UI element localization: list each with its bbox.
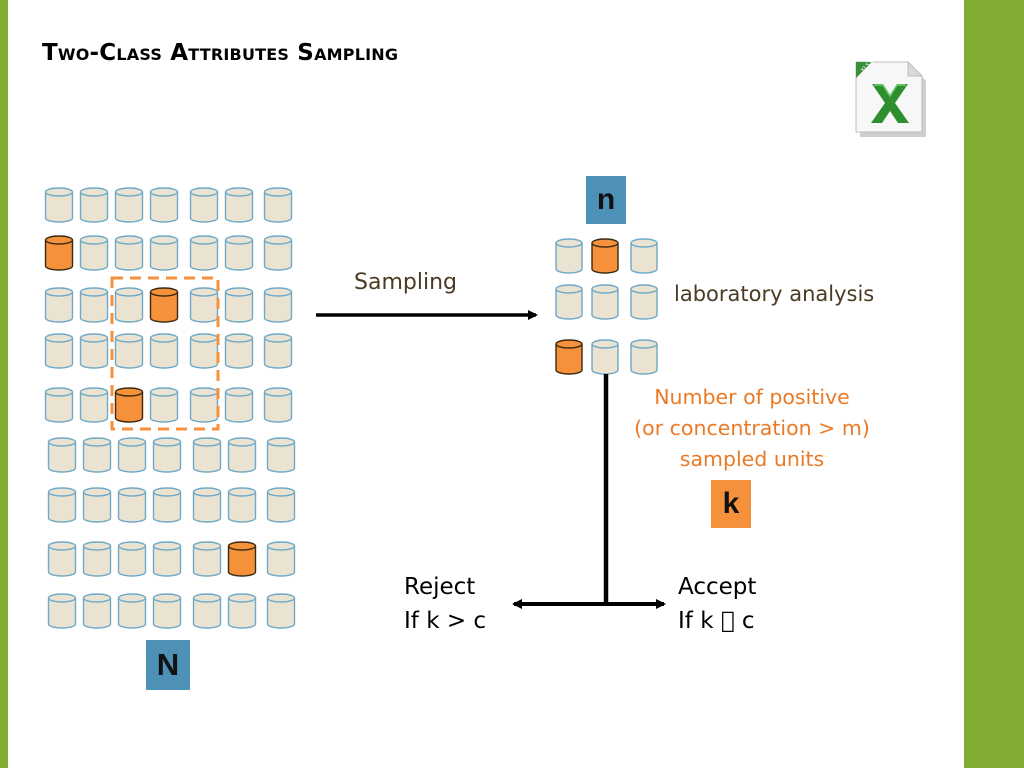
sample-unit	[47, 437, 77, 473]
sample-unit	[227, 487, 257, 523]
sampling-label: Sampling	[354, 270, 457, 295]
sample-unit	[224, 235, 254, 271]
accept-title: Accept	[678, 574, 757, 600]
sample-unit	[263, 235, 293, 271]
sample-unit	[79, 287, 109, 323]
sample-unit	[44, 187, 74, 223]
sample-unit	[152, 487, 182, 523]
reject-title: Reject	[404, 574, 476, 600]
accept-rule: If k  c	[678, 608, 755, 634]
population-units	[44, 187, 296, 629]
positive-unit	[44, 235, 74, 271]
sample-unit	[189, 333, 219, 369]
sample-unit	[149, 235, 179, 271]
sample-units	[555, 238, 658, 375]
sample-unit	[591, 284, 619, 320]
sample-unit	[117, 541, 147, 577]
sample-unit	[189, 187, 219, 223]
sample-selection-frame	[110, 276, 220, 431]
reject-rule: If k > c	[404, 608, 487, 634]
laboratory-analysis-label: laboratory analysis	[674, 282, 875, 306]
positive-count-k-box: k	[711, 480, 751, 528]
sample-unit	[152, 437, 182, 473]
note-line: Number of positive	[654, 385, 850, 409]
positive-units-note: Number of positive (or concentration > m…	[608, 382, 896, 475]
sample-unit	[591, 339, 619, 375]
sample-unit	[82, 541, 112, 577]
sample-unit	[263, 187, 293, 223]
sample-unit	[114, 187, 144, 223]
sample-unit	[82, 593, 112, 629]
sample-unit	[149, 333, 179, 369]
excel-xlsx-file-icon[interactable]: XLSX	[852, 60, 928, 142]
sample-unit	[227, 593, 257, 629]
sample-unit	[152, 541, 182, 577]
note-line: (or concentration > m)	[634, 416, 870, 440]
sample-unit	[630, 339, 658, 375]
sample-unit	[82, 487, 112, 523]
sample-unit	[630, 284, 658, 320]
sample-unit	[79, 333, 109, 369]
sample-unit	[630, 238, 658, 274]
sample-unit	[47, 487, 77, 523]
positive-unit	[149, 287, 179, 323]
sample-unit	[266, 437, 296, 473]
reject-decision: Reject If k > c	[404, 570, 486, 638]
sample-unit	[149, 387, 179, 423]
sample-unit	[79, 387, 109, 423]
sample-unit	[117, 593, 147, 629]
sample-unit	[114, 287, 144, 323]
positive-unit	[114, 387, 144, 423]
positive-unit	[555, 339, 583, 375]
sample-unit	[114, 333, 144, 369]
note-line: sampled units	[679, 447, 825, 471]
positive-unit	[591, 238, 619, 274]
sample-unit	[47, 593, 77, 629]
sample-unit	[266, 593, 296, 629]
sample-unit	[79, 235, 109, 271]
sample-unit	[44, 387, 74, 423]
sample-unit	[192, 541, 222, 577]
sample-unit	[263, 333, 293, 369]
sample-unit	[189, 387, 219, 423]
sample-unit	[266, 487, 296, 523]
sample-unit	[117, 487, 147, 523]
accept-decision: Accept If k  c	[678, 570, 756, 638]
sample-unit	[152, 593, 182, 629]
sample-unit	[192, 437, 222, 473]
positive-unit	[227, 541, 257, 577]
sample-unit	[79, 187, 109, 223]
sample-size-n-box: n	[586, 176, 626, 224]
right-accent-bar	[964, 0, 1024, 768]
sample-unit	[227, 437, 257, 473]
sample-unit	[224, 187, 254, 223]
sample-unit	[224, 333, 254, 369]
sample-unit	[189, 287, 219, 323]
sample-unit	[224, 387, 254, 423]
sample-unit	[44, 333, 74, 369]
sample-unit	[555, 284, 583, 320]
sample-unit	[82, 437, 112, 473]
slide-title: Two-Class Attributes Sampling	[42, 40, 399, 66]
sample-unit	[192, 593, 222, 629]
left-accent-bar	[0, 0, 8, 768]
sample-unit	[266, 541, 296, 577]
sample-unit	[117, 437, 147, 473]
sample-unit	[189, 235, 219, 271]
sample-unit	[149, 187, 179, 223]
sample-unit	[44, 287, 74, 323]
sample-unit	[224, 287, 254, 323]
population-size-N-box: N	[146, 640, 190, 690]
sample-unit	[114, 235, 144, 271]
sample-unit	[192, 487, 222, 523]
sample-unit	[47, 541, 77, 577]
sample-unit	[263, 287, 293, 323]
sample-unit	[263, 387, 293, 423]
sample-unit	[555, 238, 583, 274]
